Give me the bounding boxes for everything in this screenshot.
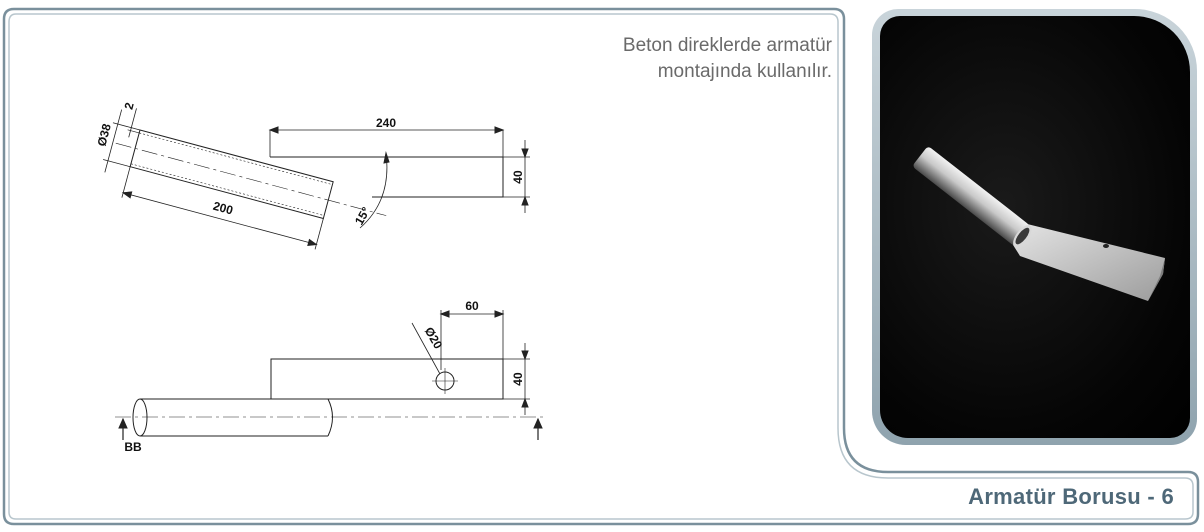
product-description: Beton direklerde armatür montajında kull… xyxy=(512,33,832,85)
plate-hole xyxy=(1103,244,1109,248)
plate-side-outline xyxy=(270,358,504,400)
dim-label-60: 60 xyxy=(465,299,479,313)
dimension-arrows xyxy=(268,126,505,134)
tube-shape xyxy=(913,147,1032,247)
dim-label-40-side: 40 xyxy=(511,372,525,386)
tube-end-ellipse xyxy=(132,398,148,437)
side-view xyxy=(115,310,545,440)
tube-centerline xyxy=(115,142,387,216)
plate-shape xyxy=(995,216,1165,301)
section-label: BB xyxy=(124,440,142,454)
dim-label-200: 200 xyxy=(212,199,235,218)
technical-drawing: 240 40 200 Ø38 2 15° 60 Ø20 40 B xyxy=(94,101,545,454)
product-illustration xyxy=(913,147,1165,301)
dimension-line-diameter xyxy=(104,109,123,173)
dim-label-wall: 2 xyxy=(122,101,137,111)
dim-label-angle: 15° xyxy=(352,204,373,227)
description-line-1: Beton direklerde armatür xyxy=(622,35,832,56)
product-photo xyxy=(880,16,1190,438)
dim-label-diameter: Ø38 xyxy=(94,122,113,148)
dim-label-40-top: 40 xyxy=(511,170,525,184)
tube-rotated xyxy=(103,108,387,250)
top-view xyxy=(103,108,530,250)
dimension-arrows xyxy=(521,148,529,206)
dim-label-240: 240 xyxy=(376,116,396,130)
product-title: Armatür Borusu - 6 xyxy=(968,484,1174,509)
description-line-2: montajında kullanılır. xyxy=(657,61,832,82)
dimension-line-200 xyxy=(123,192,317,245)
hole-leader xyxy=(411,322,441,375)
